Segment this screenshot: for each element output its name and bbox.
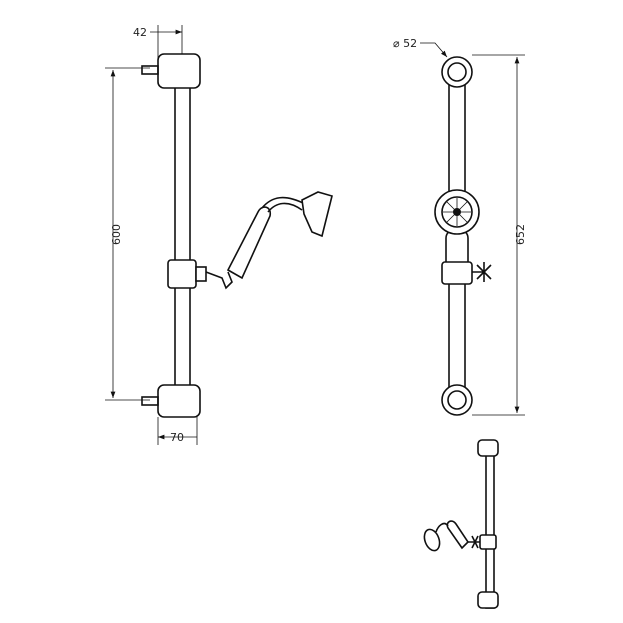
- top-wall-pin: [141, 65, 159, 75]
- dim-42: 42: [133, 26, 147, 39]
- side-view: 42 600 70: [105, 25, 333, 445]
- shower-head: [301, 191, 333, 238]
- holder-knob: [472, 262, 492, 282]
- hose-neck: [261, 196, 306, 209]
- bottom-wall-pin: [141, 396, 159, 406]
- swivel: [205, 271, 233, 290]
- slider-holder: [441, 261, 473, 285]
- front-view: 652 ⌀ 52: [393, 37, 527, 416]
- bottom-bracket: [157, 384, 201, 418]
- rail: [174, 79, 191, 391]
- holder-knob: [195, 266, 207, 282]
- handle: [226, 206, 272, 280]
- isometric-view: [423, 439, 499, 609]
- dim-600: 600: [110, 224, 123, 245]
- top-bracket: [157, 53, 201, 89]
- dim-70: 70: [170, 431, 184, 444]
- dim-652: 652: [514, 224, 527, 245]
- dim-diameter-52: ⌀ 52: [393, 37, 417, 50]
- slider-holder: [167, 259, 197, 289]
